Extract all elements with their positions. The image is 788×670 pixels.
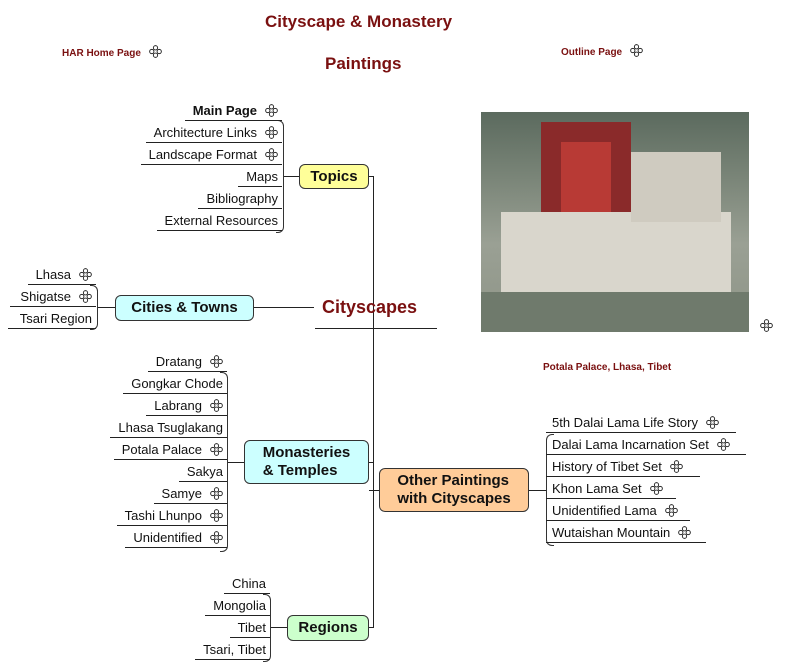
other-item[interactable]: History of Tibet Set [546, 458, 700, 477]
bracket [263, 594, 271, 662]
connector [283, 176, 299, 177]
connector [373, 329, 374, 627]
monastery-item[interactable]: Labrang [146, 397, 227, 416]
region-item-tibet[interactable]: Tibet [229, 619, 270, 638]
other-item[interactable]: 5th Dalai Lama Life Story [546, 414, 736, 433]
link-icon[interactable] [665, 504, 678, 517]
monastery-item[interactable]: Tashi Lhunpo [116, 507, 227, 526]
node-label: Monasteries [262, 444, 351, 461]
topic-item-external-resources[interactable]: External Resources [156, 212, 282, 231]
connector [369, 627, 374, 628]
monastery-item[interactable]: Unidentified [125, 529, 227, 548]
topic-item-landscape-format[interactable]: Landscape Format [140, 146, 282, 165]
link-icon[interactable] [670, 460, 683, 473]
monastery-item[interactable]: Dratang [147, 353, 227, 372]
monastery-item[interactable]: Potala Palace [113, 441, 227, 460]
outline-link[interactable]: Outline Page [561, 44, 643, 58]
node-label: & Temples [262, 462, 338, 479]
page-title: Cityscape & Monastery [265, 12, 453, 31]
city-item-tsari-region[interactable]: Tsari Region [8, 310, 96, 329]
monastery-item[interactable]: Gongkar Chode [123, 375, 227, 394]
node-label: with Cityscapes [397, 490, 511, 507]
topic-item-bibliography[interactable]: Bibliography [198, 190, 282, 209]
connector [369, 176, 374, 177]
link-icon[interactable] [265, 104, 278, 117]
link-icon[interactable] [79, 268, 92, 281]
link-icon[interactable] [79, 290, 92, 303]
outline-label: Outline Page [561, 47, 623, 58]
link-icon[interactable] [760, 319, 773, 332]
image-caption: Potala Palace, Lhasa, Tibet [543, 362, 672, 373]
bracket [220, 372, 228, 552]
link-icon[interactable] [210, 355, 223, 368]
monastery-item[interactable]: Lhasa Tsuglakang [110, 419, 227, 438]
link-icon[interactable] [678, 526, 691, 539]
connector [529, 490, 546, 491]
node-label: Other Paintings [397, 472, 509, 489]
connector [227, 462, 244, 463]
monasteries-node[interactable]: Monasteries& Temples [244, 440, 369, 484]
link-icon[interactable] [210, 487, 223, 500]
other-item[interactable]: Unidentified Lama [546, 502, 690, 521]
region-item-tsari-tibet[interactable]: Tsari, Tibet [195, 641, 270, 660]
link-icon[interactable] [717, 438, 730, 451]
monastery-item[interactable]: Samye [153, 485, 227, 504]
other-item[interactable]: Khon Lama Set [546, 480, 676, 499]
connector [373, 177, 374, 329]
region-item-mongolia[interactable]: Mongolia [205, 597, 270, 616]
link-icon[interactable] [706, 416, 719, 429]
topic-item-maps[interactable]: Maps [238, 168, 282, 187]
topics-node[interactable]: Topics [299, 164, 369, 189]
link-icon[interactable] [650, 482, 663, 495]
link-icon[interactable] [630, 44, 643, 57]
connector [369, 462, 374, 463]
link-icon[interactable] [210, 399, 223, 412]
topic-item-architecture-links[interactable]: Architecture Links [145, 124, 282, 143]
monastery-item[interactable]: Sakya [178, 463, 227, 482]
connector [270, 627, 287, 628]
link-icon[interactable] [210, 443, 223, 456]
cities-node[interactable]: Cities & Towns [115, 295, 254, 321]
other-item[interactable]: Wutaishan Mountain [546, 524, 706, 543]
central-topic[interactable]: Cityscapes [322, 297, 418, 317]
connector [97, 307, 115, 308]
bracket [546, 434, 554, 546]
link-icon[interactable] [210, 531, 223, 544]
link-icon[interactable] [265, 126, 278, 139]
link-icon[interactable] [210, 509, 223, 522]
central-underline [315, 328, 437, 329]
har-home-label: HAR Home Page [62, 48, 141, 59]
city-item-lhasa[interactable]: Lhasa [27, 266, 96, 285]
har-home-link[interactable]: HAR Home Page [62, 45, 162, 59]
connector [254, 307, 314, 308]
bracket [90, 285, 98, 330]
regions-node[interactable]: Regions [287, 615, 369, 641]
link-icon[interactable] [149, 45, 162, 58]
topic-item-main-page[interactable]: Main Page [184, 102, 282, 121]
page-title-line2: Paintings [325, 54, 402, 73]
other-item[interactable]: Dalai Lama Incarnation Set [546, 436, 746, 455]
city-item-shigatse[interactable]: Shigatse [10, 288, 96, 307]
connector [369, 490, 379, 491]
potala-palace-painting[interactable] [481, 112, 749, 332]
link-icon[interactable] [265, 148, 278, 161]
region-item-china[interactable]: China [224, 575, 270, 594]
